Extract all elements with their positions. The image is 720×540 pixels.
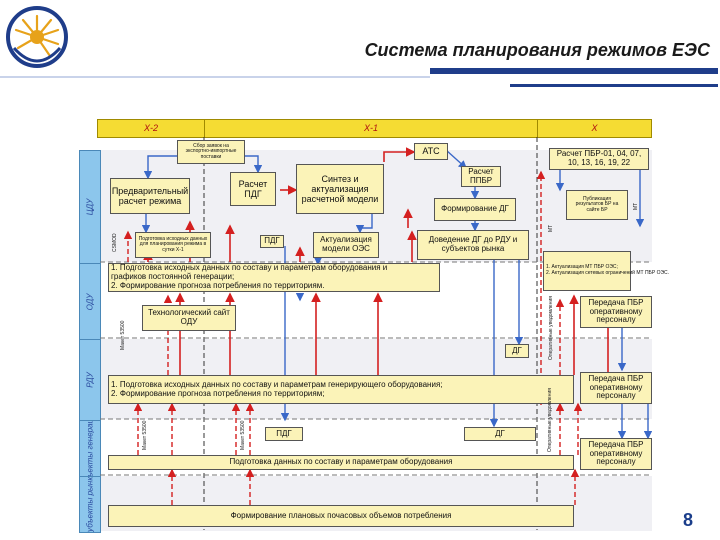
odu-block-line-3: 2. Формирование прогноза потребления по … [111, 280, 325, 290]
rdu-block-line-2: 2. Формирование прогноза потребления по … [111, 388, 325, 398]
box-raschet-ppbr: Расчет ППБР [461, 166, 501, 187]
aktual-mt-line-2: 2. Актуализация сетевых ограничений МТ П… [546, 270, 670, 276]
box-raschet-pbr: Расчет ПБР-01, 04, 07, 10, 13, 16, 19, 2… [549, 148, 649, 170]
box-formirovanie-dg: Формирование ДГ [434, 198, 516, 221]
box-raschet-pdg: Расчет ПДГ [230, 172, 276, 206]
page-number: 8 [660, 502, 716, 538]
odu-block-line-2: графиков постоянной генерации; [111, 272, 235, 282]
label-oper-2: Оперативные уведомления [547, 388, 553, 452]
box-aktual-mt: 1. Актуализация МТ ПБР ОЭС; 2. Актуализа… [543, 251, 669, 291]
box-aktualizaciya-oes: Актуализация модели ОЭС [313, 232, 379, 258]
box-subj-block: Формирование плановых почасовых объемов … [108, 505, 574, 527]
box-pdg-gen: ПДГ [265, 427, 303, 441]
header-rule-thin [510, 84, 718, 87]
box-gen-block: Подготовка данных по составу и параметра… [108, 455, 574, 470]
box-odu-block: 1. Подготовка исходных данных по составу… [108, 263, 440, 292]
box-zayavki: Сбор заявок на экспортно-импортные поста… [177, 140, 245, 164]
company-logo [6, 6, 68, 68]
box-ats: АТС [414, 143, 448, 160]
box-dg-gen: ДГ [464, 427, 536, 441]
rdu-block-line-1: 1. Подготовка исходных данных по составу… [111, 379, 443, 389]
odu-block-line-1: 1. Подготовка исходных данных по составу… [111, 263, 388, 273]
header-rule-left [0, 76, 430, 78]
box-tech-site: Технологический сайт ОДУ [142, 305, 236, 331]
lane-subj: Субъекты рынка [79, 476, 101, 533]
box-dg-odu: ДГ [505, 344, 529, 358]
box-publikaciya: Публикация результатов БР на сайте БР [566, 190, 628, 220]
box-peredacha-rdu: Передача ПБР оперативному персоналу [580, 372, 652, 404]
label-oper-1: Оперативные уведомления [548, 296, 554, 360]
label-maket-2: Макет 53500 [142, 420, 148, 450]
phase-x-2: Х-2 [97, 119, 205, 138]
label-maket-1: Макет 53500 [120, 320, 126, 350]
page-title: Система планирования режимов ЕЭС [364, 40, 710, 60]
box-peredacha-gen: Передача ПБР оперативному персоналу [580, 438, 652, 470]
label-csmod: CSMOD [112, 233, 118, 252]
label-maket-3: Макет 53500 [240, 420, 246, 450]
box-dovedenie-dg: Доведение ДГ до РДУ и субъектов рынка [417, 230, 529, 260]
header-rule [430, 68, 718, 74]
box-prelim: Предварительный расчет режима [110, 178, 190, 214]
box-rdu-block: 1. Подготовка исходных данных по составу… [108, 375, 574, 404]
box-peredacha-odu: Передача ПБР оперативному персоналу [580, 296, 652, 328]
box-podgotovka-isx: Подготовка исходных данных для планирова… [135, 232, 211, 258]
box-sintez: Синтез и актуализация расчетной модели [296, 164, 384, 214]
phase-x: Х [537, 119, 652, 138]
box-pdg-cdu: ПДГ [260, 235, 284, 248]
label-mt-2: МТ [633, 202, 639, 210]
label-mt-1: МТ [548, 224, 554, 232]
aktual-mt-line-1: 1. Актуализация МТ ПБР ОЭС; [546, 264, 618, 271]
